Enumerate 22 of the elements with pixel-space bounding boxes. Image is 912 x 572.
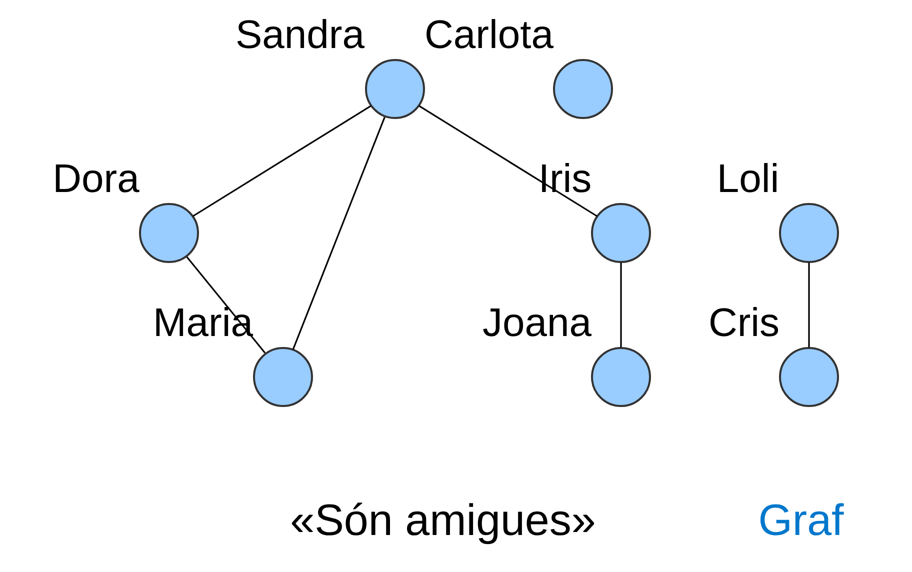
node-circle <box>553 59 613 119</box>
label: Graf <box>758 496 844 546</box>
connector <box>808 262 810 348</box>
node-circle <box>779 347 839 407</box>
node-circle <box>779 203 839 263</box>
connector <box>192 105 372 217</box>
connector <box>418 105 598 217</box>
node-label: Sandra <box>236 13 364 57</box>
node-label: Cris <box>708 301 780 345</box>
node-circle <box>139 203 199 263</box>
node-label: Loli <box>716 157 780 201</box>
node-label: Carlota <box>424 13 554 57</box>
node-label: Joana <box>482 301 592 345</box>
node-circle <box>253 347 313 407</box>
node-circle <box>591 203 651 263</box>
connector <box>620 262 622 348</box>
node-circle <box>591 347 651 407</box>
node-label: Iris <box>538 157 592 201</box>
label: «Són amigues» <box>290 496 596 546</box>
node-label: Dora <box>52 157 140 201</box>
connector <box>292 116 386 350</box>
node-circle <box>365 59 425 119</box>
